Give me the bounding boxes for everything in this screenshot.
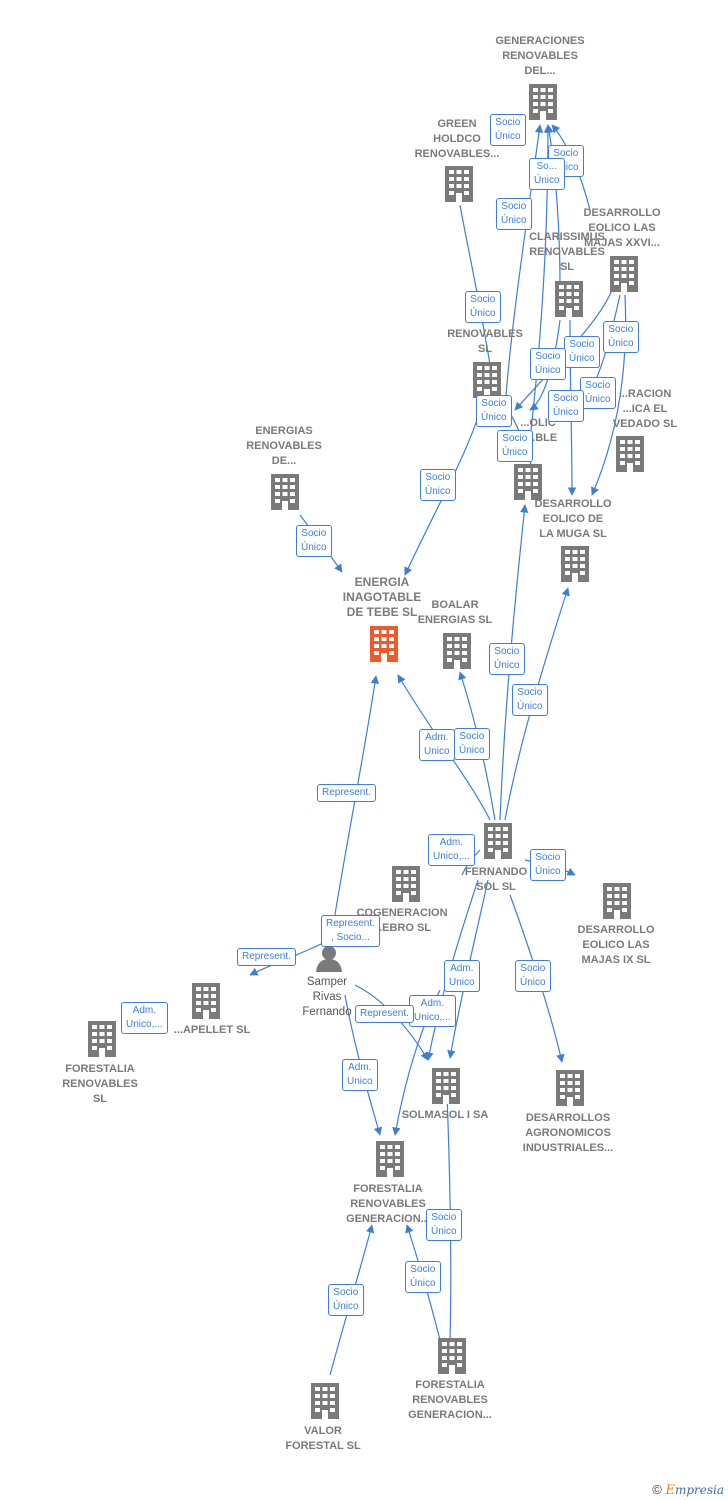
edge-label-socio-unico[interactable]: Socio Único	[489, 643, 525, 675]
node-green-holdco[interactable]: GREEN HOLDCO RENOVABLES...	[414, 118, 500, 160]
building-icon	[376, 1141, 404, 1177]
building-icon	[432, 1068, 460, 1104]
edge-label-socio-unico[interactable]: Socio Único	[405, 1261, 441, 1293]
edge-label-socio-unico[interactable]: Socio Único	[530, 849, 566, 881]
building-icon	[271, 474, 299, 510]
building-icon	[610, 256, 638, 292]
edge-label-adm-unico-etc[interactable]: Adm. Unico,...	[121, 1002, 168, 1034]
edge-label-socio-unico[interactable]: Socio Único	[603, 321, 639, 353]
person-icon	[316, 946, 342, 972]
building-icon	[445, 166, 473, 202]
edge-label-socio-unico[interactable]: Socio Único	[296, 525, 332, 557]
edge-label-socio-unico[interactable]: Socio Único	[454, 728, 490, 760]
building-icon	[556, 1070, 584, 1106]
building-icon	[484, 823, 512, 859]
node-boalar[interactable]: BOALAR ENERGIAS SL	[417, 599, 493, 626]
node-forestalia-generacion-2[interactable]: FORESTALIA RENOVABLES GENERACION...	[408, 1379, 492, 1421]
building-icon	[514, 464, 542, 500]
edge-label-adm-unico[interactable]: Adm. Unico	[444, 960, 480, 992]
node-energia-inagotable-main[interactable]: ENERGIA INAGOTABLE DE TEBE SL	[342, 575, 422, 619]
edge-label-socio-unico[interactable]: Socio Único	[496, 198, 532, 230]
edge-label-socio-unico[interactable]: Socio Único	[465, 291, 501, 323]
edge-label-socio-unico[interactable]: Socio Único	[512, 684, 548, 716]
edge-label-socio-unico[interactable]: Socio Único	[530, 348, 566, 380]
edge-label-adm-unico[interactable]: Adm. Unico	[342, 1059, 378, 1091]
building-icon	[616, 436, 644, 472]
edge-label-socio-unico[interactable]: Socio Único	[476, 395, 512, 427]
brand-name: mpresia	[674, 1483, 724, 1497]
building-icon	[529, 84, 557, 120]
edge-label-socio-unico[interactable]: Socio Único	[548, 390, 584, 422]
building-icon	[603, 883, 631, 919]
node-desarrollo-muga[interactable]: DESARROLLO EOLICO DE LA MUGA SL	[534, 498, 612, 540]
edge-label-represent[interactable]: Represent.	[237, 948, 296, 966]
building-icon	[192, 983, 220, 1019]
edge-label-represent-socio[interactable]: Represent. , Socio...	[321, 915, 380, 947]
edge-label-represent[interactable]: Represent.	[317, 784, 376, 802]
edge-label-adm-unico-etc[interactable]: Adm. Unico,...	[428, 834, 475, 866]
node-desarrollo-majas-ix[interactable]: DESARROLLO EOLICO LAS MAJAS IX SL	[577, 924, 655, 966]
building-icon	[438, 1338, 466, 1374]
copyright-symbol: ©	[652, 1482, 662, 1497]
edge-label-adm-unico-etc[interactable]: Adm. Unico,...	[409, 995, 456, 1027]
node-fernando-sol[interactable]: FERNANDO SOL SL	[464, 866, 528, 893]
edge-label-socio-unico[interactable]: Socio Único	[420, 469, 456, 501]
building-icon	[88, 1021, 116, 1057]
node-solmasol[interactable]: SOLMASOL I SA	[401, 1109, 489, 1121]
edge-label-socio-unico[interactable]: Socio Único	[490, 114, 526, 146]
edge-label-socio-unico[interactable]: So... Único	[529, 158, 565, 190]
edge-label-socio-unico[interactable]: Socio Único	[580, 377, 616, 409]
node-generaciones-renovables[interactable]: GENERACIONES RENOVABLES DEL...	[495, 35, 585, 77]
node-generacion-vedado[interactable]: ...RACION ...ICA EL VEDADO SL	[612, 388, 678, 430]
edges-lower	[249, 504, 576, 1376]
person-samper-rivas-fernando[interactable]: Samper Rivas Fernando	[302, 976, 352, 1018]
node-valor-forestal[interactable]: VALOR FORESTAL SL	[285, 1425, 361, 1452]
edge-label-socio-unico[interactable]: Socio Único	[497, 430, 533, 462]
edge-label-socio-unico[interactable]: Socio Único	[515, 960, 551, 992]
empresia-logo[interactable]: © Empresia	[652, 1482, 724, 1498]
edge-label-socio-unico[interactable]: Socio Único	[426, 1209, 462, 1241]
node-clarissimus[interactable]: CLARISSIMUS RENOVABLES SL	[529, 231, 605, 273]
building-icon	[473, 362, 501, 398]
node-forestalia-generacion-1[interactable]: FORESTALIA RENOVABLES GENERACION...	[346, 1183, 430, 1225]
edge-label-socio-unico[interactable]: Socio Único	[328, 1284, 364, 1316]
building-icon	[561, 546, 589, 582]
node-energias-renovables-de[interactable]: ENERGIAS RENOVABLES DE...	[246, 425, 322, 467]
node-desarrollos-agronomicos[interactable]: DESARROLLOS AGRONOMICOS INDUSTRIALES...	[522, 1112, 614, 1154]
brand-initial: E	[665, 1483, 675, 1498]
building-icon	[443, 633, 471, 669]
building-icon	[555, 281, 583, 317]
building-icon	[311, 1383, 339, 1419]
building-icon	[392, 866, 420, 902]
node-capellet[interactable]: ...APELLET SL	[173, 1024, 251, 1036]
main-company-building-icon	[370, 626, 398, 662]
node-desarrollo-majas-xxvi[interactable]: DESARROLLO EOLICO LAS MAJAS XXVI...	[583, 207, 661, 249]
node-forestalia-renovables[interactable]: FORESTALIA RENOVABLES SL	[62, 1063, 138, 1105]
edge-label-socio-unico[interactable]: Socio Único	[564, 336, 600, 368]
edge-label-represent[interactable]: Represent.	[355, 1005, 414, 1023]
edge-label-adm-unico[interactable]: Adm. Unico	[419, 729, 455, 761]
